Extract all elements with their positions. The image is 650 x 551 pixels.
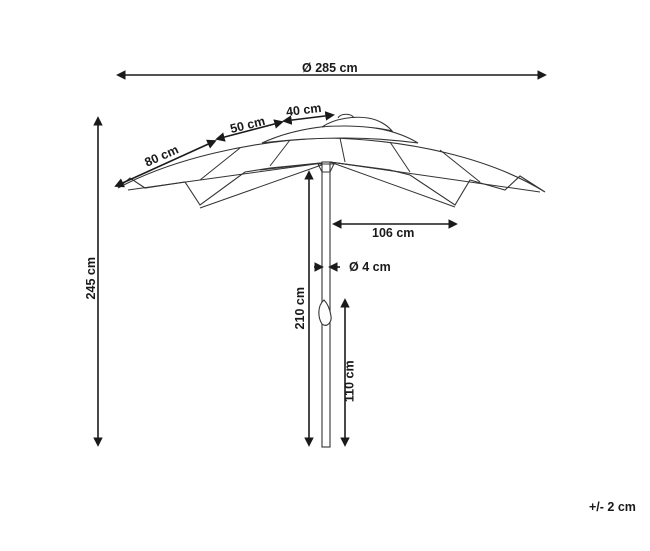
total-diameter-label: Ø 285 cm (302, 61, 358, 75)
umbrella-pole (317, 161, 335, 448)
crank-handle (318, 299, 332, 326)
tolerance-note: +/- 2 cm (589, 500, 636, 514)
total-height-label: 245 cm (83, 257, 98, 300)
canopy-radius-label: 106 cm (372, 226, 415, 240)
pole-diameter-label: Ø 4 cm (349, 260, 391, 274)
crank-height-label: 110 cm (342, 360, 357, 403)
canopy-top-dimension-line (282, 111, 335, 125)
pole-height-label: 210 cm (292, 287, 307, 330)
umbrella-canopy (117, 113, 546, 209)
canopy-outer-dimension-line (114, 139, 217, 188)
canopy-middle-dimension-line (215, 119, 284, 142)
